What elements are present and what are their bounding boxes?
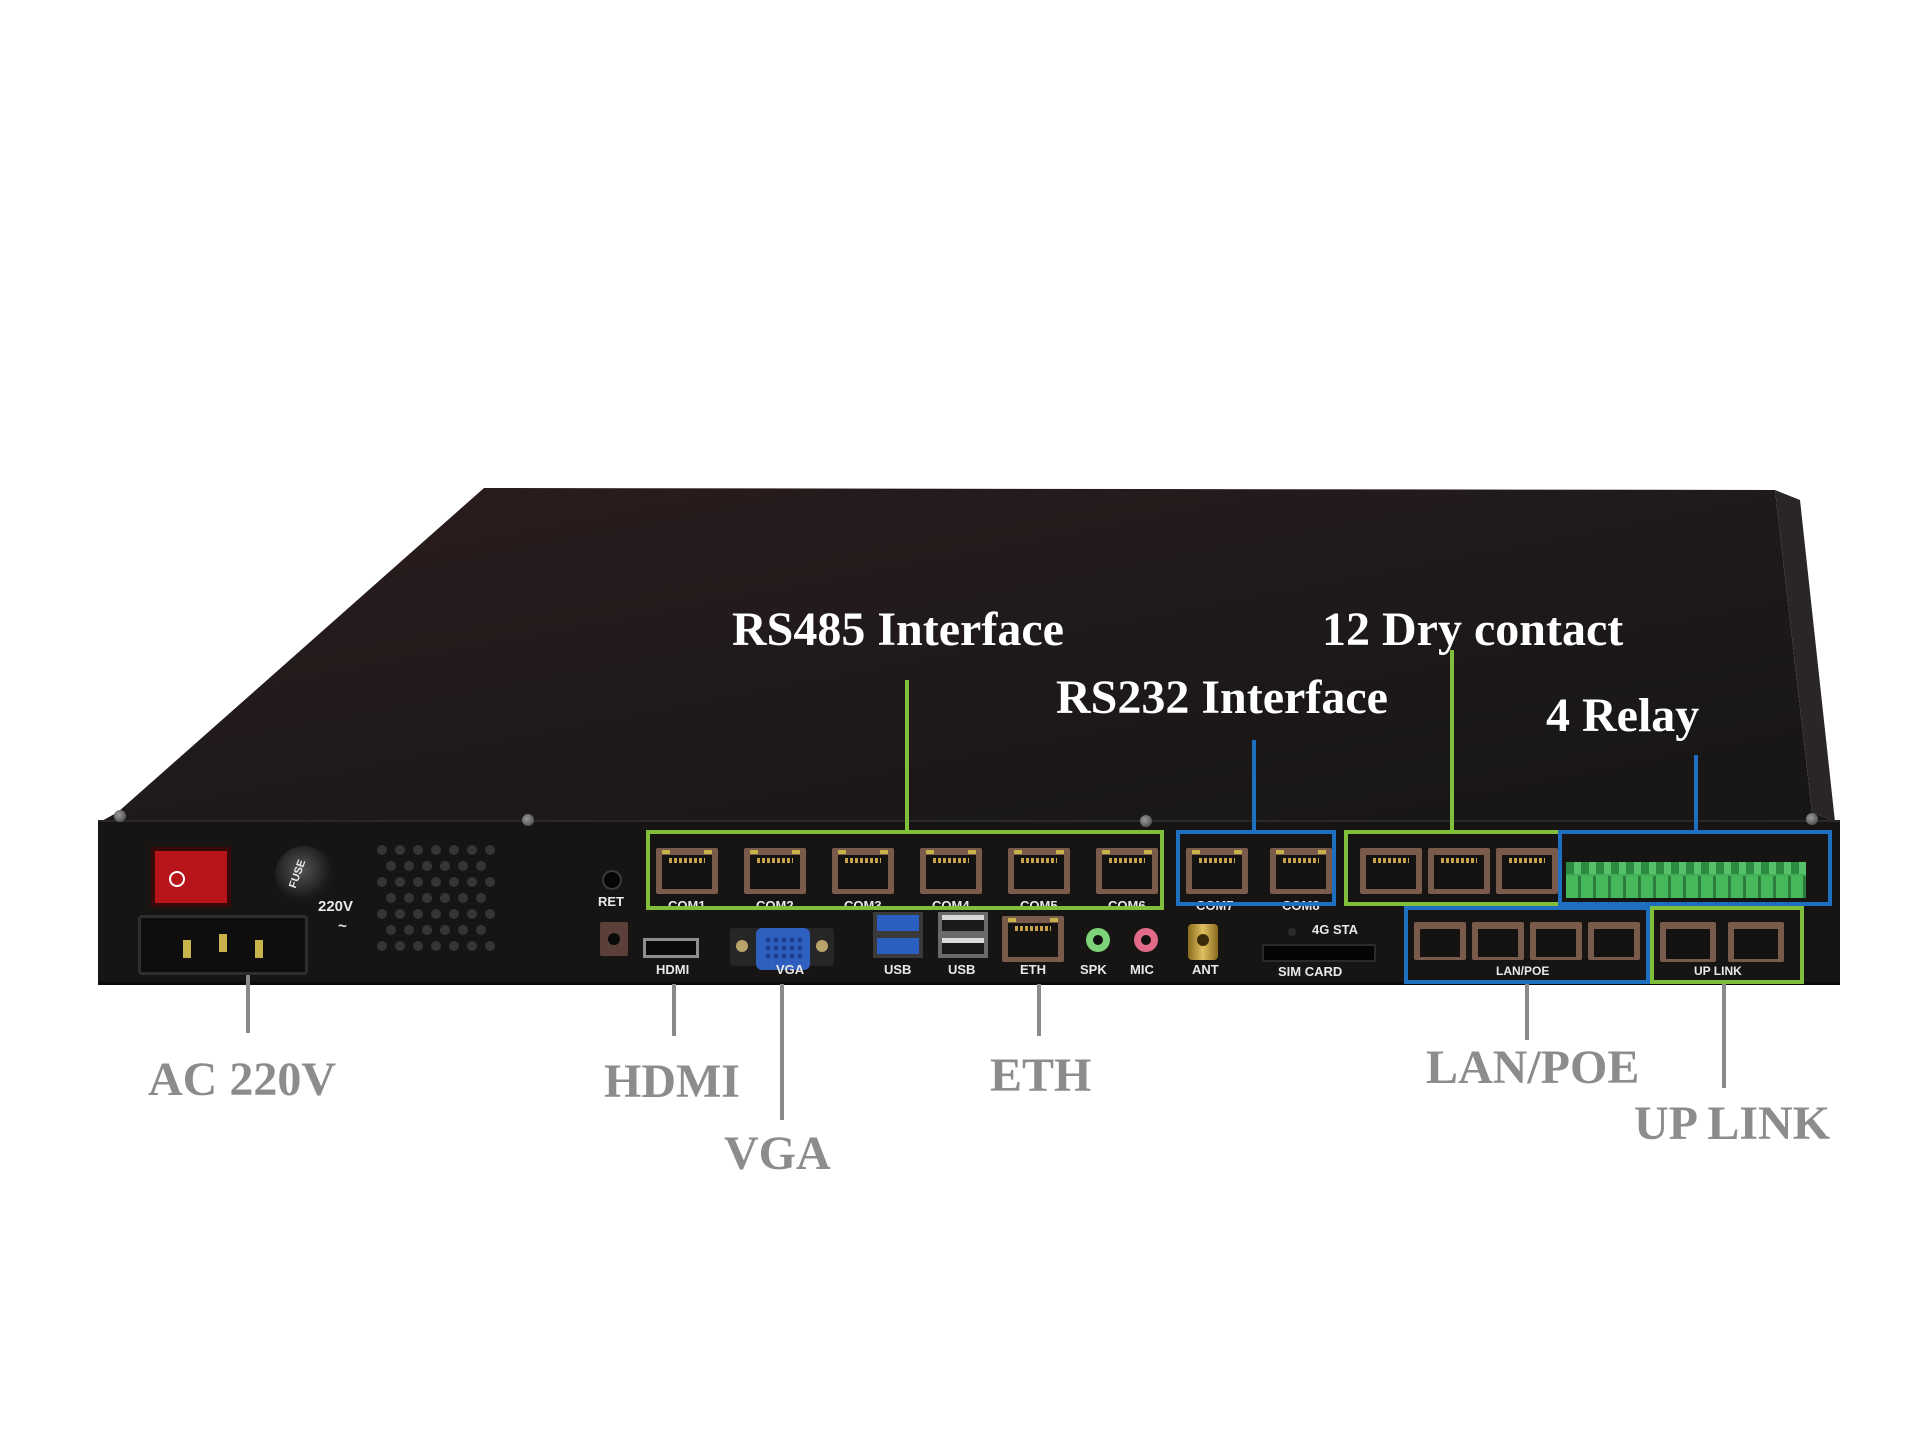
uplink-highlight	[1650, 906, 1804, 984]
fuse-label: FUSE	[287, 858, 309, 890]
eth-callout: ETH	[990, 1049, 1092, 1102]
usb2-ports[interactable]	[938, 912, 988, 958]
com6-port[interactable]	[1096, 848, 1158, 894]
ac-tilde-icon: ~	[338, 918, 347, 935]
hdmi-leader-line	[672, 984, 676, 1036]
com2-port[interactable]	[744, 848, 806, 894]
hdmi-port[interactable]	[643, 938, 699, 958]
voltage-label: 220V	[318, 898, 354, 915]
relay-callout: 4 Relay	[1546, 689, 1700, 742]
vga-port[interactable]	[756, 928, 810, 970]
rs232-leader-line	[1252, 740, 1256, 830]
ret-label: RET	[598, 894, 624, 909]
screw	[114, 810, 126, 822]
uplink-port-2[interactable]	[1728, 922, 1784, 962]
ac-inlet[interactable]	[138, 915, 308, 975]
relay-terminal-block[interactable]	[1566, 862, 1806, 898]
lanpoe-panel-label: LAN/POE	[1496, 964, 1550, 978]
uplink-port-1[interactable]	[1660, 922, 1716, 962]
hdmi-callout: HDMI	[604, 1055, 740, 1108]
com5-port[interactable]	[1008, 848, 1070, 894]
uplink-panel-label: UP LINK	[1694, 964, 1742, 978]
eth-leader-line	[1037, 984, 1041, 1036]
dry-contact-port-1[interactable]	[1360, 848, 1422, 894]
mic-label: MIC	[1130, 962, 1154, 977]
vga-leader-line	[780, 984, 784, 1120]
com7-port[interactable]	[1186, 848, 1248, 894]
relay-leader-line	[1694, 755, 1698, 830]
usb3-ports[interactable]	[873, 912, 923, 958]
sim-card-label: SIM CARD	[1278, 964, 1343, 979]
dry-contact-callout: 12 Dry contact	[1322, 603, 1624, 656]
lan-poe-port-2[interactable]	[1472, 922, 1524, 960]
screw	[1806, 813, 1818, 825]
ac-leader-line	[246, 975, 250, 1033]
rs232-callout: RS232 Interface	[1056, 671, 1388, 724]
vga-label: VGA	[776, 962, 805, 977]
4g-sta-label: 4G STA	[1312, 922, 1358, 937]
com8-port[interactable]	[1270, 848, 1332, 894]
vent-grille	[377, 845, 495, 951]
mic-jack[interactable]	[1134, 928, 1158, 952]
vga-callout: VGA	[724, 1127, 831, 1180]
rs485-callout: RS485 Interface	[732, 603, 1064, 656]
hdmi-label: HDMI	[656, 962, 690, 977]
lan-poe-callout: LAN/POE	[1426, 1041, 1640, 1094]
ant-label: ANT	[1192, 962, 1219, 977]
dry-contact-highlight	[1344, 830, 1562, 906]
eth-label: ETH	[1020, 962, 1046, 977]
fuse-holder[interactable]: FUSE	[275, 846, 333, 904]
eth-port[interactable]	[1002, 916, 1064, 962]
dry-contact-leader-line	[1450, 650, 1454, 830]
usb-label-2: USB	[948, 962, 976, 977]
antenna-connector[interactable]	[1188, 924, 1218, 960]
uplink-callout: UP LINK	[1634, 1097, 1831, 1150]
lan-poe-port-1[interactable]	[1414, 922, 1466, 960]
power-switch[interactable]	[151, 847, 231, 907]
com4-port[interactable]	[920, 848, 982, 894]
dry-contact-port-2[interactable]	[1428, 848, 1490, 894]
lan-poe-leader-line	[1525, 984, 1529, 1040]
ac-220v-callout: AC 220V	[148, 1053, 336, 1106]
sim-card-slot[interactable]	[1262, 944, 1376, 962]
spk-label: SPK	[1080, 962, 1107, 977]
usb-label-1: USB	[884, 962, 912, 977]
4g-status-led	[1288, 928, 1296, 936]
rs485-highlight	[646, 830, 1164, 910]
spk-jack[interactable]	[1086, 928, 1110, 952]
reset-button[interactable]	[602, 870, 622, 890]
dc-jack[interactable]	[600, 922, 628, 956]
dry-contact-port-3[interactable]	[1496, 848, 1558, 894]
screw	[522, 814, 534, 826]
com3-port[interactable]	[832, 848, 894, 894]
rs232-highlight	[1176, 830, 1336, 906]
com1-port[interactable]	[656, 848, 718, 894]
lan-poe-port-4[interactable]	[1588, 922, 1640, 960]
relay-highlight	[1558, 830, 1832, 906]
screw	[1140, 815, 1152, 827]
uplink-leader-line	[1722, 984, 1726, 1088]
power-symbol-icon	[169, 871, 185, 887]
lan-poe-highlight	[1404, 906, 1650, 984]
rs485-leader-line	[905, 680, 909, 830]
lan-poe-port-3[interactable]	[1530, 922, 1582, 960]
